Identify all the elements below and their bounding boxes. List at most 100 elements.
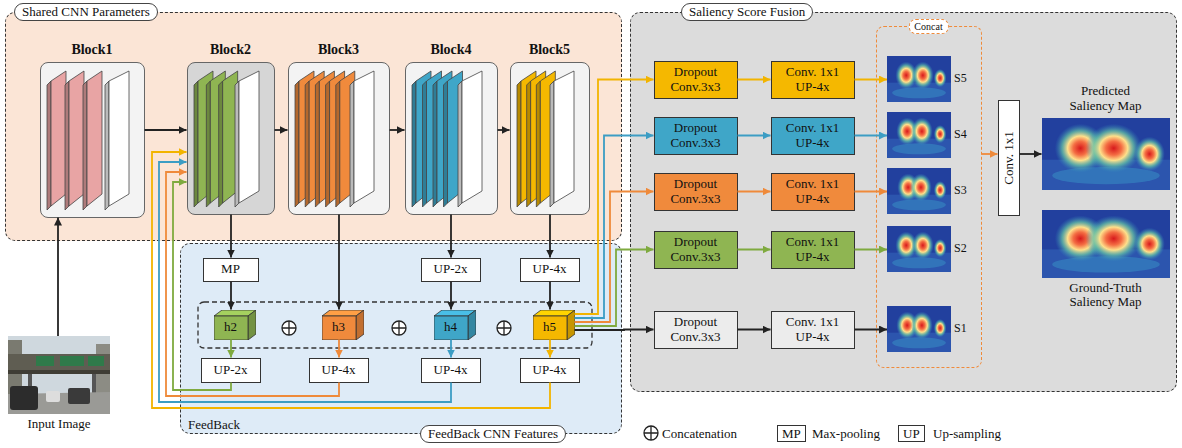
node-label: Dropout Conv.3x3 [659, 235, 733, 265]
panel-title: FeedBack CNN Features [420, 425, 566, 443]
drawing-rect [46, 391, 60, 402]
drawing-ellipse [934, 239, 947, 257]
connector-arrow [338, 340, 340, 358]
drawing-ellipse [892, 199, 946, 210]
drawing-polygon [248, 310, 256, 340]
connector-arrow [855, 135, 888, 137]
drawing-rect [887, 306, 951, 352]
drawing-polygon [51, 71, 66, 206]
node-label: UP-4x [322, 363, 356, 378]
connector-arrow [152, 152, 550, 408]
drawing-rect [8, 354, 110, 370]
drawing-ellipse [1085, 123, 1141, 172]
drawing-polygon [554, 71, 574, 203]
connector-arrow [855, 79, 888, 81]
heatmap-image [887, 112, 951, 158]
drawing-circle [282, 321, 296, 335]
drawing-rect [92, 374, 96, 394]
drawing-polygon [356, 310, 364, 340]
drawing-ellipse [892, 143, 946, 154]
connector-arrow [738, 249, 771, 251]
drawing-ellipse [911, 118, 933, 146]
drawing-circle [644, 426, 658, 440]
process-box: Conv. 1x1 UP-4x [771, 173, 855, 211]
saliency-map: Ground-Truth Saliency Map [1042, 210, 1170, 278]
connector-arrow [575, 136, 654, 319]
saliency-map: S3 [887, 168, 951, 214]
connector-arrow [738, 135, 771, 137]
heatmap-image [1042, 210, 1170, 278]
conv-box: Conv. 1x1 [998, 100, 1020, 216]
drawing-ellipse [892, 257, 946, 268]
annotation-label: FeedBack [188, 417, 240, 432]
connector-arrow [738, 329, 771, 331]
node-label: S1 [954, 322, 967, 336]
saliency-map: Predicted Saliency Map [1042, 118, 1170, 190]
cnn-block: Block4 [405, 62, 498, 215]
connector-arrow [1020, 153, 1042, 155]
connector-arrow [549, 340, 551, 358]
drawing-ellipse [934, 181, 947, 199]
process-box: Dropout Conv.3x3 [654, 231, 738, 269]
connector-arrow [549, 282, 551, 310]
drawing-polygon [335, 81, 339, 207]
drawing-rect [36, 356, 54, 366]
cnn-block: Block5 [510, 62, 590, 215]
drawing-polygon [206, 81, 210, 207]
drawing-polygon [295, 81, 299, 207]
street-photo [8, 336, 110, 414]
connector-arrow [575, 192, 654, 323]
connectors [58, 80, 1042, 409]
layer-stack [188, 63, 273, 213]
node-label: Block2 [210, 42, 251, 58]
feature-cube: h5 [533, 310, 575, 340]
drawing-rect [68, 388, 90, 404]
drawing-path [392, 321, 406, 335]
node-label: Conv. 1x1 UP-4x [776, 315, 850, 345]
drawing-polygon [350, 81, 354, 207]
node-label: S4 [954, 128, 967, 142]
connector-arrow [159, 162, 451, 402]
drawing-polygon [517, 81, 521, 207]
drawing-rect [887, 226, 951, 272]
connector-arrow [230, 340, 232, 358]
drawing-ellipse [934, 125, 947, 143]
node-label: h4 [444, 320, 457, 335]
drawing-polygon [458, 81, 462, 207]
drawing-polygon [315, 81, 319, 207]
process-box: Dropout Conv.3x3 [654, 311, 738, 349]
drawing-polygon [69, 71, 84, 206]
connector-arrow [166, 172, 339, 396]
connector-arrow [57, 218, 59, 337]
drawing-ellipse [1134, 227, 1165, 260]
process-box: Conv. 1x1 UP-4x [771, 231, 855, 269]
feature-cube: h3 [322, 310, 364, 340]
node-label: Conv. 1x1 UP-4x [776, 121, 850, 151]
process-box: UP-4x [309, 358, 369, 383]
drawing-rect [214, 316, 248, 340]
legend-concat-symbol [644, 426, 658, 440]
drawing-polygon [468, 310, 476, 340]
connector-arrow [275, 129, 288, 131]
process-box: Conv. 1x1 UP-4x [771, 61, 855, 99]
drawing-circle [392, 321, 406, 335]
node-label: h3 [332, 320, 345, 335]
drawing-polygon [105, 81, 109, 210]
drawing-circle [497, 321, 511, 335]
saliency-map: S2 [887, 226, 951, 272]
drawing-polygon [526, 81, 530, 207]
feature-cube: h2 [214, 310, 256, 340]
drawing-rect [887, 168, 951, 214]
concat-symbol [497, 321, 511, 335]
drawing-polygon [462, 71, 482, 203]
drawing-polygon [239, 71, 259, 203]
layer-stack [406, 63, 496, 213]
legend-sample-box: MP [777, 425, 806, 442]
drawing-polygon [422, 81, 426, 207]
concat-group-outline [198, 302, 592, 348]
cnn-block: Block3 [288, 62, 390, 215]
node-label: UP-2x [434, 262, 468, 277]
node-label: MP [221, 262, 240, 277]
process-box: Dropout Conv.3x3 [654, 61, 738, 99]
